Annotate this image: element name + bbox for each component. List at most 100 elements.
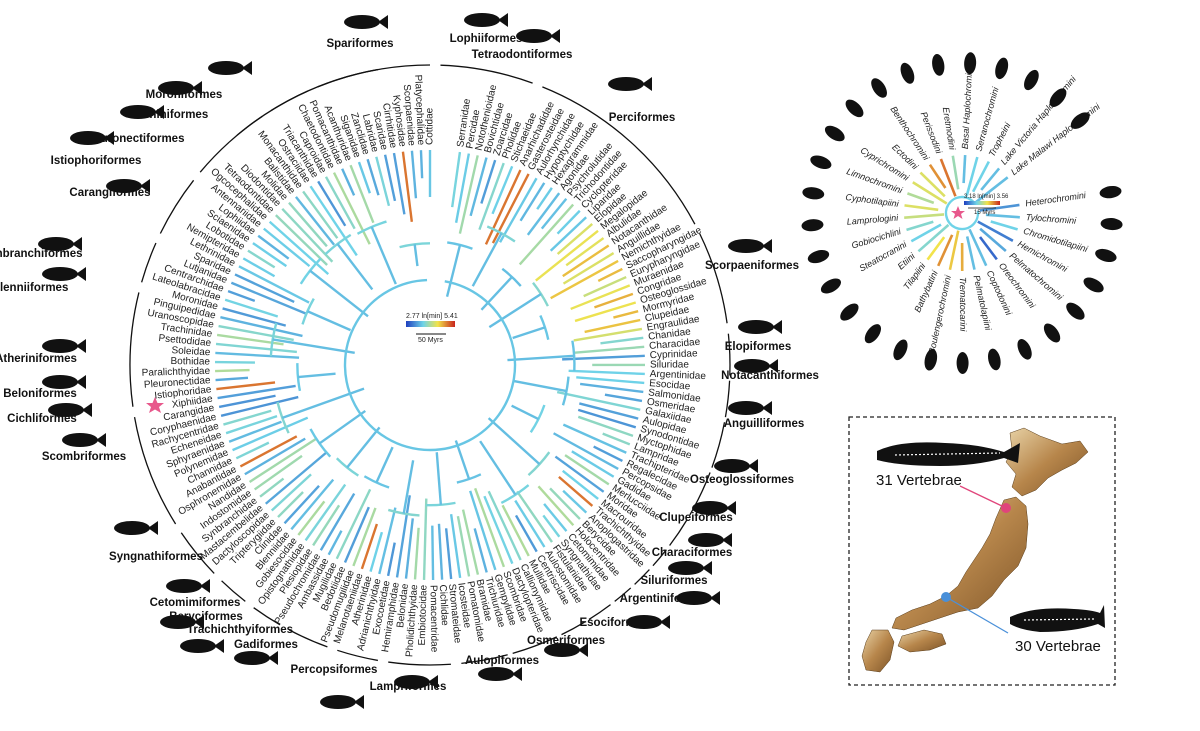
tip-branch <box>352 507 377 567</box>
stem-branch <box>487 417 541 466</box>
order-arc <box>561 621 585 636</box>
tip-branch <box>392 152 406 215</box>
family-label: Belonidae <box>395 583 411 629</box>
cichlid-root-branch <box>944 195 980 231</box>
cichlid-silhouette-icon <box>1070 112 1090 129</box>
cichlid-branch <box>979 227 1007 252</box>
tip-branch <box>253 454 303 491</box>
cichlid-branch <box>904 204 939 212</box>
tip-branch <box>244 437 306 476</box>
tip-branch <box>259 477 285 498</box>
tip-branch <box>378 507 397 575</box>
cichlid-branch <box>951 155 960 190</box>
tip-branch <box>593 445 623 462</box>
tip-branch <box>288 201 328 248</box>
order-label: Spariformes <box>326 38 393 50</box>
stem-branch <box>454 440 471 480</box>
cichlid-branch <box>904 213 945 220</box>
stem-branch <box>488 293 542 329</box>
tip-branch <box>540 197 568 230</box>
cichlid-branch <box>919 171 946 198</box>
tip-branch <box>550 259 619 300</box>
internal-branch <box>299 257 322 285</box>
cichlid-silhouette-icon <box>995 57 1009 80</box>
order-arc <box>180 532 215 574</box>
cichlid-branch <box>977 220 1014 242</box>
tip-branch <box>526 192 561 236</box>
cichlid-branch <box>979 203 1020 212</box>
cichlid-root-star <box>951 206 965 219</box>
cichlid-branch <box>910 223 942 243</box>
stem-branch <box>336 243 374 291</box>
order-arc <box>512 636 558 655</box>
tip-branch <box>579 382 644 394</box>
tip-branch <box>324 176 356 230</box>
cichlid-branch <box>975 176 1009 203</box>
tip-branch <box>297 500 326 536</box>
stem-branch <box>512 326 546 340</box>
tip-branch <box>518 203 575 266</box>
tip-branch <box>576 376 645 385</box>
tip-branch <box>223 409 272 426</box>
tip-branch <box>319 492 356 551</box>
fish-silhouette-icon <box>42 339 86 353</box>
tip-branch <box>375 156 391 207</box>
tip-branch <box>561 469 599 500</box>
cichlid-silhouette-icon <box>893 339 908 361</box>
tip-branch <box>239 435 298 468</box>
stem-branch <box>513 379 567 393</box>
order-arc <box>727 333 731 376</box>
cichlid-silhouette-icon <box>988 348 1001 371</box>
family-label: Pomacentridae <box>428 585 440 653</box>
tip-branch <box>215 342 297 354</box>
cichlid-silhouette-icon <box>810 155 832 170</box>
cichlid-silhouette-icon <box>900 62 915 84</box>
fish-silhouette-icon <box>668 561 712 575</box>
family-label: Soleidae <box>171 345 211 358</box>
tip-branch <box>215 368 250 373</box>
fish-silhouette-icon <box>180 639 224 653</box>
order-arc <box>614 587 632 602</box>
tip-branch <box>469 490 497 571</box>
shikoku-landmass <box>897 629 947 653</box>
fish-silhouette-icon <box>544 643 588 657</box>
order-arc <box>159 179 195 234</box>
tip-branch <box>215 360 255 364</box>
order-label: Osmeriformes <box>527 635 605 647</box>
cichlid-branch <box>971 160 990 193</box>
root-branch <box>343 278 517 452</box>
fish-silhouette-icon <box>688 533 732 547</box>
cichlid-silhouette-icon <box>1066 302 1085 320</box>
cichlid-silhouette-icon <box>802 187 825 200</box>
tip-branch <box>252 242 288 268</box>
order-label: Characiformes <box>652 547 733 559</box>
tip-branch <box>474 487 506 568</box>
cichlid-branch <box>965 236 976 270</box>
cichlid-silhouette-icon <box>964 52 977 75</box>
tip-branch <box>218 324 294 342</box>
main-scale-label: 2.77 ln[min] 5.41 <box>406 313 458 320</box>
fish-silhouette-icon <box>516 29 560 43</box>
tip-branch <box>571 450 615 478</box>
main-scale-bar-label: 50 Myrs <box>418 337 443 344</box>
tip-branch <box>225 415 278 435</box>
japan-map-panel: 31 Vertebrae 30 Vertebrae <box>848 416 1116 686</box>
cichlid-branch <box>965 156 979 196</box>
main-phylogeny: SerranidaePercidaeNotothenioidaeBovichti… <box>0 13 819 709</box>
tribe-label: Trematocarini <box>958 277 968 332</box>
tip-branch <box>461 509 480 575</box>
fish-silhouette-icon <box>394 675 438 689</box>
tip-branch <box>516 490 553 543</box>
order-arc <box>288 629 328 648</box>
cichlid-color-ramp <box>964 201 1000 205</box>
tip-branch <box>217 384 296 400</box>
order-label: Anguilliformes <box>724 418 805 430</box>
internal-branch <box>363 475 390 489</box>
stem-branch <box>402 460 415 514</box>
north-vertebrae-label: 31 Vertebrae <box>876 472 962 489</box>
tip-branch <box>224 298 279 318</box>
tip-branch <box>549 487 581 520</box>
stem-branch <box>297 372 336 379</box>
order-arc <box>669 519 688 546</box>
